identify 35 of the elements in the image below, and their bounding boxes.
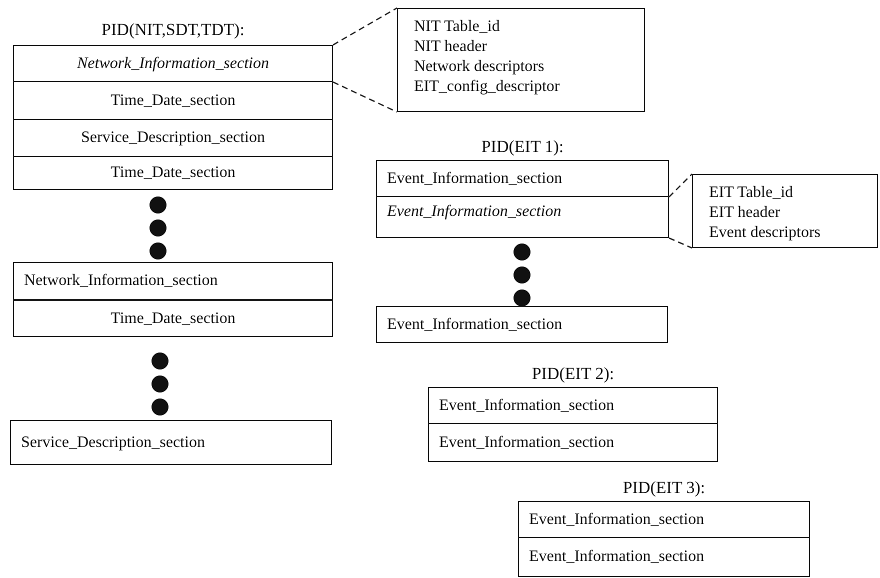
field-name: NIT header: [414, 37, 487, 57]
section-row: Time_Date_section: [13, 82, 333, 120]
zoom-leader-line: [332, 7, 398, 46]
section-row: Event_Information_section: [428, 424, 718, 462]
section-row: Event_Information_section: [428, 387, 718, 424]
section-group: [516, 478, 812, 578]
field-list-box: [692, 174, 878, 248]
zoom-leader-line: [332, 81, 398, 113]
section-row: Time_Date_section: [13, 300, 333, 337]
field-name: Event descriptors: [709, 223, 821, 243]
section-row: Time_Date_section: [13, 157, 333, 190]
field-name: EIT Table_id: [709, 183, 794, 203]
section-group: [11, 20, 335, 192]
section-row: Network_Information_section: [13, 262, 333, 300]
field-name: NIT Table_id: [414, 17, 500, 37]
field-name: EIT_config_descriptor: [414, 77, 560, 97]
section-row: Network_Information_section: [13, 45, 333, 82]
pid-heading: PID(NIT,SDT,TDT):: [102, 20, 244, 40]
section-group: [426, 364, 720, 464]
field-list-box: [397, 8, 645, 112]
field-name: EIT header: [709, 203, 780, 223]
field-name: Network descriptors: [414, 57, 544, 77]
section-row: Event_Information_section: [518, 538, 810, 577]
pid-heading: PID(EIT 1):: [481, 137, 564, 157]
section-group: [374, 137, 671, 240]
section-row: Event_Information_section: [376, 197, 669, 238]
section-row: Service_Description_section: [13, 120, 333, 157]
section-row: Service_Description_section: [10, 420, 332, 465]
pid-heading: PID(EIT 3):: [622, 478, 706, 498]
zoom-leader-line: [668, 174, 692, 198]
zoom-leader-line: [668, 237, 692, 249]
pid-heading: PID(EIT 2):: [532, 364, 614, 384]
section-row: Event_Information_section: [518, 501, 810, 538]
section-row: Event_Information_section: [376, 306, 668, 343]
section-row: Event_Information_section: [376, 160, 669, 197]
